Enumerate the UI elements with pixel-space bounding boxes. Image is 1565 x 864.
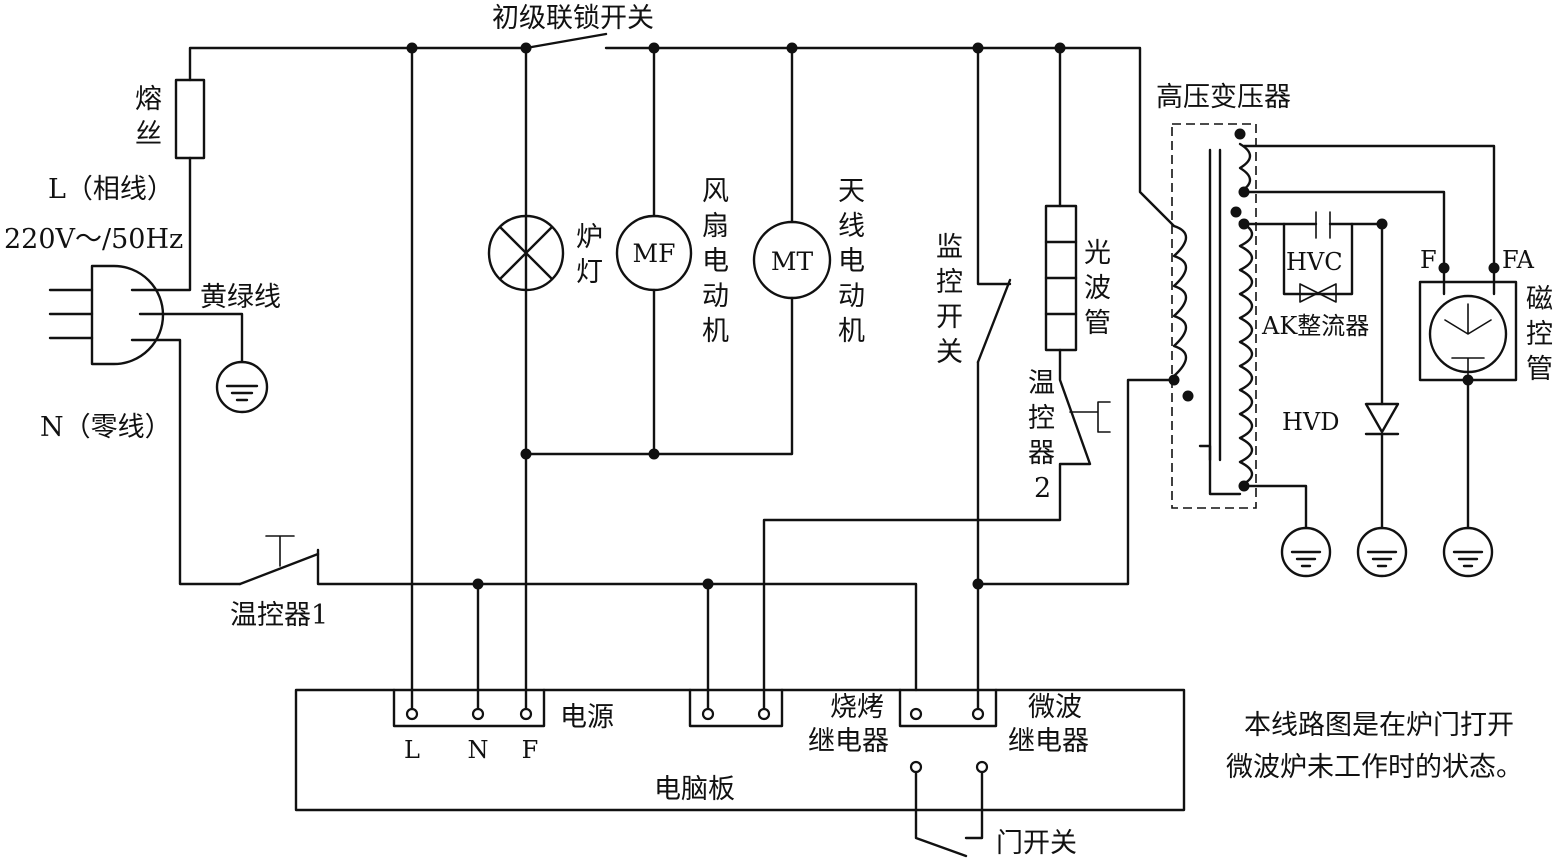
monitor-switch-label-1: 监 xyxy=(936,232,963,263)
antenna-motor-label-2: 线 xyxy=(838,211,865,242)
hv-capacitor-label: HVC xyxy=(1286,248,1343,276)
thermostat-2-label-2: 控 xyxy=(1028,403,1055,434)
light-tube-label-1: 光 xyxy=(1084,238,1111,269)
plug-ground-symbol xyxy=(215,360,269,414)
light-wave-tube xyxy=(762,46,1092,716)
monitor-switch-label-2: 控 xyxy=(936,267,963,298)
magnetron xyxy=(1418,269,1518,530)
magnetron-pin-f-label: F xyxy=(1420,246,1437,274)
antenna-motor-label-4: 动 xyxy=(838,281,865,312)
thermostat-1 xyxy=(238,535,918,692)
thermostat-2 xyxy=(1069,401,1111,433)
transformer-primary-return xyxy=(976,378,1176,586)
oven-lamp xyxy=(487,214,565,292)
fan-motor-symbol: MF xyxy=(633,239,676,268)
monitor-switch-label-3: 开 xyxy=(936,302,963,333)
monitor-switch-label-4: 关 xyxy=(936,337,963,368)
fan-motor-label-4: 动 xyxy=(702,281,729,312)
diode-ground-symbol xyxy=(1356,526,1408,578)
rectifier-label: AK整流器 xyxy=(1261,312,1369,340)
ground-wire-label: 黄绿线 xyxy=(200,282,281,313)
magnetron-label-2: 控 xyxy=(1526,319,1553,350)
antenna-motor-label-5: 机 xyxy=(838,316,865,347)
terminal-l-label: L xyxy=(404,736,420,764)
primary-interlock-switch-label: 初级联锁开关 xyxy=(492,3,654,34)
terminal-f-label: F xyxy=(522,736,539,764)
ak-rectifier xyxy=(1299,283,1337,303)
voltage-label: 220V～/50Hz xyxy=(4,224,183,255)
live-wire-label: L（相线） xyxy=(48,174,174,205)
light-tube-label-2: 波 xyxy=(1084,273,1111,304)
microwave-relay-label-2: 继电器 xyxy=(1008,726,1089,757)
control-board xyxy=(294,688,1186,812)
magnetron-ground-symbol xyxy=(1442,526,1494,578)
light-tube-label-3: 管 xyxy=(1084,308,1111,339)
antenna-motor xyxy=(524,46,832,456)
lamp-label-1: 炉 xyxy=(576,222,603,253)
magnetron-pin-fa-label: FA xyxy=(1502,246,1535,274)
monitor-switch xyxy=(976,46,1012,716)
door-switch xyxy=(909,760,989,858)
fan-motor-label-3: 电 xyxy=(702,246,729,277)
hv-diode-label: HVD xyxy=(1282,408,1340,436)
neutral-wire-label: N（零线） xyxy=(40,412,172,443)
fan-motor-label-2: 扇 xyxy=(702,211,729,242)
note-line-2: 微波炉未工作时的状态。 xyxy=(1226,752,1523,783)
junction-dots xyxy=(406,42,1500,590)
fuse-label-2: 丝 xyxy=(135,119,162,150)
power-plug xyxy=(48,264,244,586)
fuse-label-1: 熔 xyxy=(135,84,162,115)
thermostat-2-label-3: 器 xyxy=(1028,438,1055,469)
fan-motor-label-5: 机 xyxy=(702,316,729,347)
board-feed-wires xyxy=(410,46,710,716)
thermostat-2-label-4: 2 xyxy=(1034,473,1051,504)
antenna-motor-label-1: 天 xyxy=(838,176,865,207)
fan-motor xyxy=(615,46,693,456)
transformer-ground-symbol xyxy=(1280,526,1332,578)
thermostat-2-label-1: 温 xyxy=(1028,368,1055,399)
terminal-n-label: N xyxy=(468,736,489,764)
note-line-1: 本线路图是在炉门打开 xyxy=(1244,710,1514,741)
antenna-motor-symbol: MT xyxy=(771,247,814,276)
magnetron-label-1: 磁 xyxy=(1526,284,1553,315)
lamp-label-2: 灯 xyxy=(576,257,603,288)
antenna-motor-label-3: 电 xyxy=(838,246,865,277)
thermostat-1-label: 温控器1 xyxy=(230,600,328,631)
fuse: 熔 丝 xyxy=(130,78,206,292)
fan-motor-label-1: 风 xyxy=(702,176,729,207)
hv-transformer xyxy=(1171,123,1257,509)
hv-diode xyxy=(1364,402,1400,436)
text-labels: 初级联锁开关 L（相线） 220V～/50Hz 黄绿线 N（零线） 炉 灯 MF… xyxy=(4,3,1553,859)
grill-relay-label-1: 烧烤 xyxy=(830,692,884,723)
power-terminal-label: 电源 xyxy=(560,702,614,733)
control-board-label: 电脑板 xyxy=(654,774,735,805)
magnetron-label-3: 管 xyxy=(1526,354,1553,385)
grill-relay-label-2: 继电器 xyxy=(808,726,889,757)
board-terminals xyxy=(405,707,985,721)
door-switch-label: 门开关 xyxy=(996,828,1077,859)
top-bus-wire xyxy=(188,32,1176,228)
hv-transformer-label: 高压变压器 xyxy=(1156,82,1291,113)
microwave-relay-label-1: 微波 xyxy=(1028,692,1082,723)
